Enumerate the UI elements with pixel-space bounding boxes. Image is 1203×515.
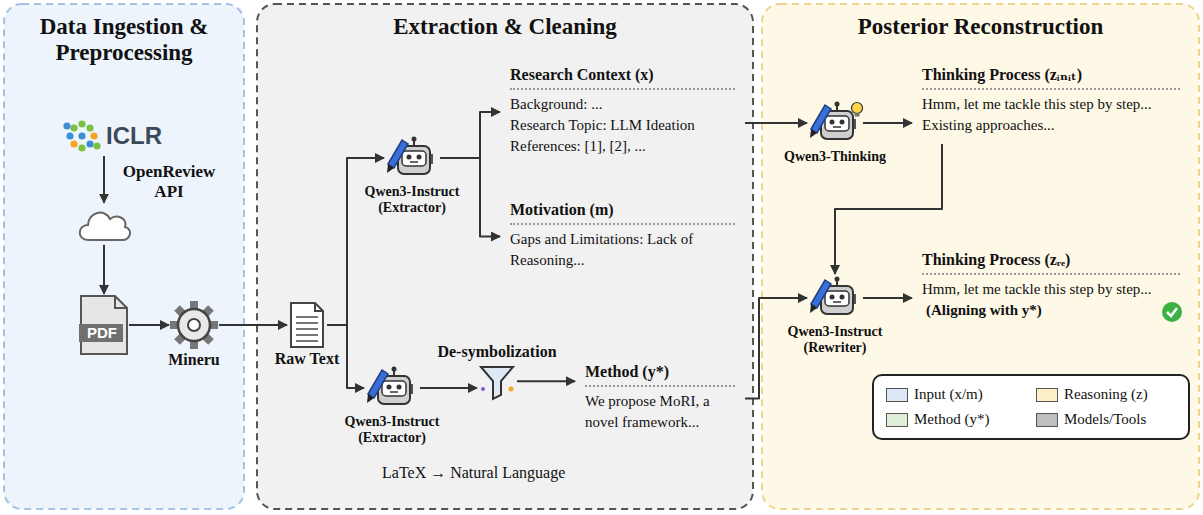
document-name: Raw Text xyxy=(275,349,339,368)
api-cloud: OpenReview API xyxy=(59,162,224,245)
stage-panel: Extraction & CleaningRaw TextQwen3-Instr… xyxy=(257,4,753,509)
model-icon: Qwen3-Thinking xyxy=(780,99,890,165)
method-box: Method (y*) We propose MoRI, a novel fram… xyxy=(575,356,745,441)
source-name: ICLR xyxy=(106,122,162,150)
connector-arrow xyxy=(129,324,169,326)
box-body: We propose MoRI, a novel framework... xyxy=(585,391,735,433)
cloud-icon xyxy=(74,203,134,245)
connector-arrow xyxy=(103,156,105,203)
box-text: Research Topic: LLM Ideation xyxy=(510,115,735,136)
panel-outline xyxy=(4,4,244,509)
file-type: PDF xyxy=(79,294,129,342)
box-text: We propose MoRI, a novel framework... xyxy=(585,391,735,433)
box-body: Hmm, let me tackle this step by step... … xyxy=(922,94,1180,136)
tool-gear: Mineru xyxy=(152,300,236,369)
box-text: Background: ... xyxy=(510,94,735,115)
box-body: Hmm, let me tackle this step by step... (… xyxy=(922,279,1180,321)
pdf-file: PDF xyxy=(79,294,129,356)
api-name: OpenReview API xyxy=(59,162,224,203)
box-heading: Research Context (x) xyxy=(510,65,735,90)
document-icon: Raw Text xyxy=(272,301,342,368)
legend-box: Input (x/m) Reasoning (z) Method (y*) Model… xyxy=(872,374,1190,440)
connector-arrow xyxy=(745,122,807,124)
legend-text: Method (y*) xyxy=(914,411,989,428)
connector-arrow xyxy=(420,387,477,389)
box-text: (Aligning with y*) xyxy=(926,302,1042,318)
input-box: Research Context (x) Background: ...Resea… xyxy=(500,59,745,165)
panel-title: Posterior Reconstruction xyxy=(762,4,1199,40)
model-name: Qwen3-Instruct (Extractor) xyxy=(337,414,447,446)
connector-arrow xyxy=(863,297,912,299)
step-name: De-symbolization xyxy=(437,342,556,361)
input-box: Motivation (m) Gaps and Limitations: Lack… xyxy=(500,194,745,279)
connector-arrow xyxy=(517,380,575,382)
iclr-logo xyxy=(62,116,102,156)
legend-swatch xyxy=(1036,413,1058,427)
box-text: References: [1], [2], ... xyxy=(510,136,735,157)
legend-item: Reasoning (z) xyxy=(1036,386,1176,403)
tool-name: Mineru xyxy=(168,350,220,369)
robot-icon xyxy=(364,364,420,412)
legend-text: Reasoning (z) xyxy=(1064,386,1148,403)
gear-icon xyxy=(169,300,219,350)
box-body: Background: ...Research Topic: LLM Ideat… xyxy=(510,94,735,157)
document-icon xyxy=(287,301,327,349)
legend-swatch xyxy=(1036,388,1058,402)
model-name: Qwen3-Thinking xyxy=(784,149,886,165)
box-heading: Method (y*) xyxy=(585,362,735,387)
model-icon: Qwen3-Instruct (Extractor) xyxy=(337,364,447,446)
box-body: Gaps and Limitations: Lack of Reasoning.… xyxy=(510,229,735,271)
model-icon: Qwen3-Instruct (Extractor) xyxy=(357,134,467,216)
legend-swatch xyxy=(886,388,908,402)
robot-icon xyxy=(384,134,440,182)
connector-arrow xyxy=(327,158,384,325)
model-icon: Qwen3-Instruct (Rewriter) xyxy=(780,274,890,356)
legend-text: Input (x/m) xyxy=(914,386,983,403)
annotation-label: LaTeX → Natural Language xyxy=(382,464,565,482)
box-heading: Motivation (m) xyxy=(510,200,735,225)
box-heading: Thinking Process (zᵢₙᵢₜ) xyxy=(922,65,1180,90)
robot-icon xyxy=(807,99,863,147)
model-name: Qwen3-Instruct (Extractor) xyxy=(357,184,467,216)
legend-item: Models/Tools xyxy=(1036,411,1176,428)
source-logo: ICLR xyxy=(62,116,162,156)
legend-item: Input (x/m) xyxy=(886,386,1026,403)
connector-arrow xyxy=(440,112,500,158)
model-name: Qwen3-Instruct (Rewriter) xyxy=(780,324,890,356)
funnel-icon xyxy=(477,361,517,401)
filter-icon: De-symbolization xyxy=(427,342,567,401)
connector-arrow xyxy=(745,298,807,399)
connector-arrow xyxy=(219,324,287,326)
connector-arrow xyxy=(863,122,912,124)
legend-text: Models/Tools xyxy=(1064,411,1146,428)
box-text: Hmm, let me tackle this step by step... xyxy=(922,281,1152,297)
reasoning-box: Thinking Process (zᵣₑ) Hmm, let me tackle… xyxy=(912,244,1190,329)
robot-icon xyxy=(807,274,863,322)
box-text: Hmm, let me tackle this step by step... … xyxy=(922,94,1180,136)
legend-item: Method (y*) xyxy=(886,411,1026,428)
reasoning-box: Thinking Process (zᵢₙᵢₜ) Hmm, let me tack… xyxy=(912,59,1190,144)
box-heading: Thinking Process (zᵣₑ) xyxy=(922,250,1180,275)
connector-arrow xyxy=(103,245,105,294)
panel-outline xyxy=(257,4,753,509)
panel-title: Extraction & Cleaning xyxy=(257,4,753,40)
box-text: Gaps and Limitations: Lack of Reasoning.… xyxy=(510,229,735,271)
legend-swatch xyxy=(886,413,908,427)
panel-outline xyxy=(762,4,1199,509)
stage-panel: Data Ingestion & PreprocessingICLR OpenRe… xyxy=(4,4,244,509)
check-mark xyxy=(1161,301,1183,323)
panel-title: Data Ingestion & Preprocessing xyxy=(4,4,244,67)
